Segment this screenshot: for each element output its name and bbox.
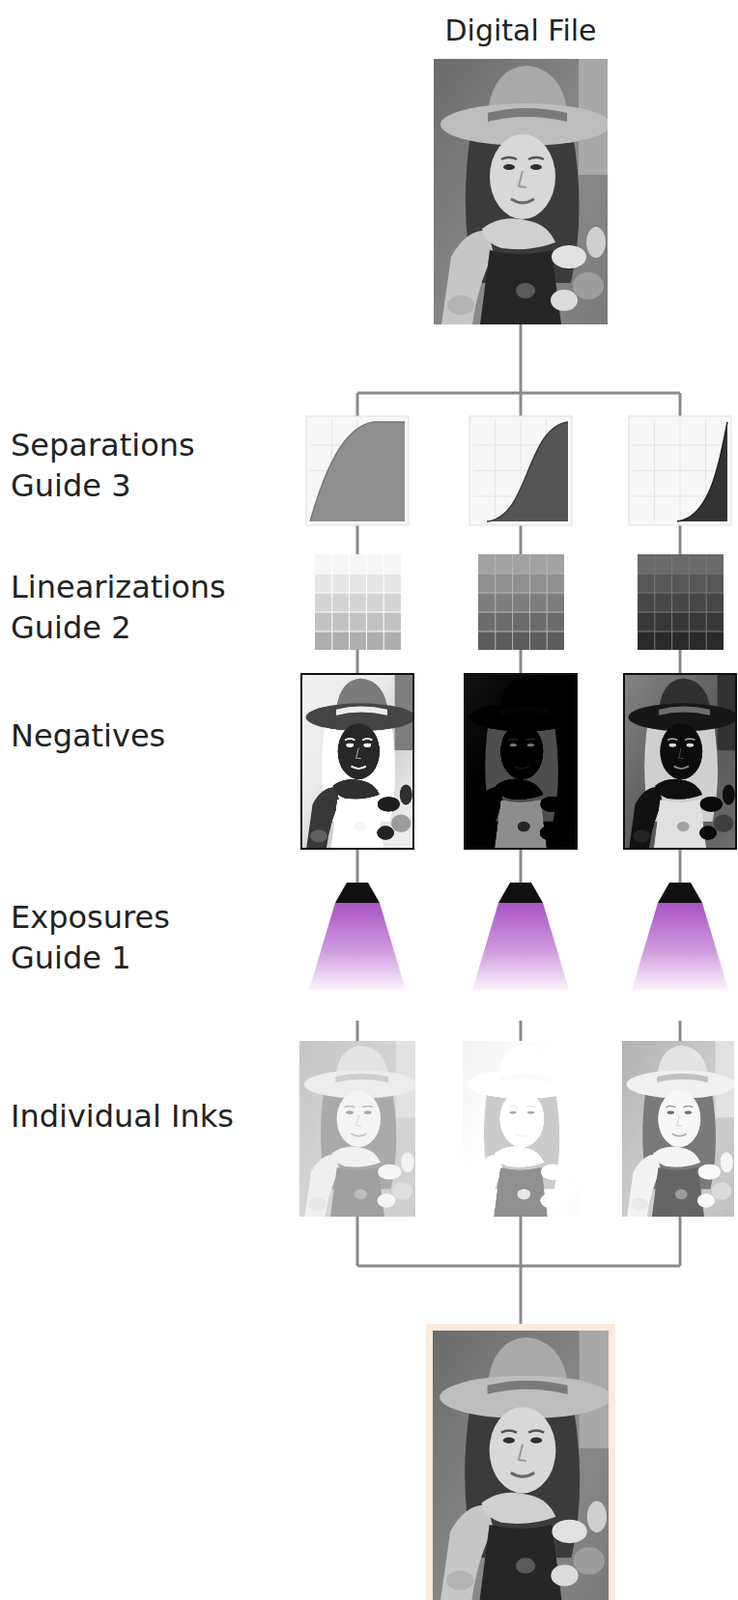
tree-line [357,1265,681,1269]
step-grid [637,554,724,651]
step-row [478,593,565,613]
source-photo [433,58,611,325]
step-grid [478,554,565,651]
tree-line [357,650,681,674]
row-label: Individual Inks [10,1097,253,1138]
tree-line [357,393,681,417]
tree-line [357,1217,681,1267]
curve-plot [628,416,732,526]
ink-print [462,1041,581,1218]
uv-lamp [657,882,703,904]
step-row [314,573,401,594]
tree-line [357,525,681,555]
step-wedge [637,554,724,651]
step-row [478,612,565,632]
negative-frame [301,674,414,850]
tree-line [519,1266,523,1328]
negative-frame [624,674,737,850]
curve-area [677,422,728,522]
ink-print [299,1041,418,1218]
ink-print [622,1041,737,1218]
final-print [432,1331,612,1600]
step-row [637,573,724,594]
curve-area [310,422,405,522]
step-row [637,612,724,632]
plot-grid [310,420,405,522]
curve-area [486,422,568,522]
step-row [637,593,724,613]
row-label: Negatives [10,716,253,758]
row-label: Linearizations Guide 2 [10,567,253,649]
curve-plot [469,416,572,526]
tree-line [357,392,681,396]
negative-image [301,674,416,850]
negative-image [624,674,738,850]
step-row [314,593,401,613]
step-wedge [314,554,401,651]
curve-line [486,422,568,522]
plot-grid [473,420,568,522]
tree-line [357,850,681,883]
step-grid [314,554,401,651]
curve-plot [306,416,409,526]
step-row [314,554,401,574]
step-wedge [478,554,565,651]
step-row [637,554,724,574]
plot-frame [306,416,409,526]
tree-line [357,1021,681,1042]
node-heading: Digital File [444,13,597,49]
row-label: Separations Guide 3 [10,425,253,507]
step-row [478,631,565,651]
step-row [478,554,565,574]
print-paper [425,1324,616,1600]
uv-beam [309,903,406,991]
row-label: Exposures Guide 1 [10,898,253,979]
uv-lamp [335,882,380,904]
tree-line [519,324,523,394]
step-row [314,612,401,632]
plot-grid [632,420,728,522]
curve-line [310,422,405,522]
step-row [314,631,401,651]
step-row [478,573,565,594]
step-row [637,631,724,651]
uv-beam [631,903,729,991]
plot-frame [628,416,732,526]
uv-beam [472,903,569,991]
plot-frame [469,416,572,526]
image-node: Digital File [433,13,608,325]
curve-line [677,422,728,522]
negative-image [464,674,579,850]
negative-frame [464,674,577,850]
uv-lamp [498,882,543,904]
